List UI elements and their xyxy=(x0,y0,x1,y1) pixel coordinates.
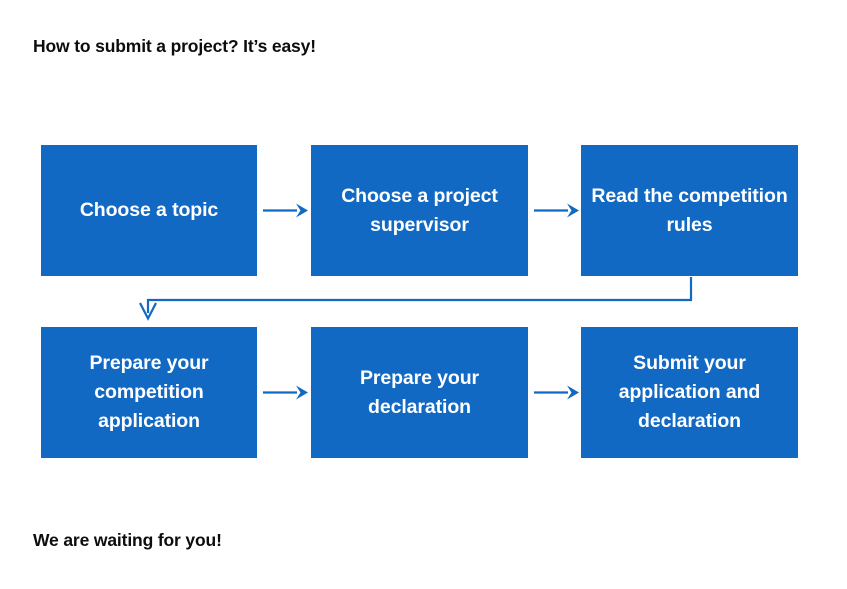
closing-message: We are waiting for you! xyxy=(33,530,222,550)
flow-step-label: Prepare your declaration xyxy=(359,366,480,418)
flow-step-read-the-competition-rules[interactable]: Read the competition rules xyxy=(581,145,798,276)
page-title: How to submit a project? It’s easy! xyxy=(33,36,316,56)
arrow-step1-to-step2 xyxy=(263,203,308,218)
flow-step-submit-your-application-and-declaration[interactable]: Submit your application and declaration xyxy=(581,327,798,458)
flow-step-label: Choose a topic xyxy=(79,199,219,221)
flow-step-label: Read the competition rules xyxy=(591,184,788,236)
arrow-step5-to-step6 xyxy=(534,385,579,400)
flow-step-choose-a-project-supervisor[interactable]: Choose a project supervisor xyxy=(311,145,528,276)
flow-step-prepare-your-declaration[interactable]: Prepare your declaration xyxy=(311,327,528,458)
flow-step-label: Prepare your competition application xyxy=(89,352,209,432)
arrow-step2-to-step3 xyxy=(534,203,579,218)
arrow-step4-to-step5 xyxy=(263,385,308,400)
arrow-step3-to-step4 xyxy=(139,277,693,321)
flow-step-prepare-your-competition-application[interactable]: Prepare your competition application xyxy=(41,327,257,458)
flow-step-choose-a-topic[interactable]: Choose a topic xyxy=(41,145,257,276)
flow-step-label: Choose a project supervisor xyxy=(341,184,498,236)
flow-step-label: Submit your application and declaration xyxy=(618,352,761,432)
